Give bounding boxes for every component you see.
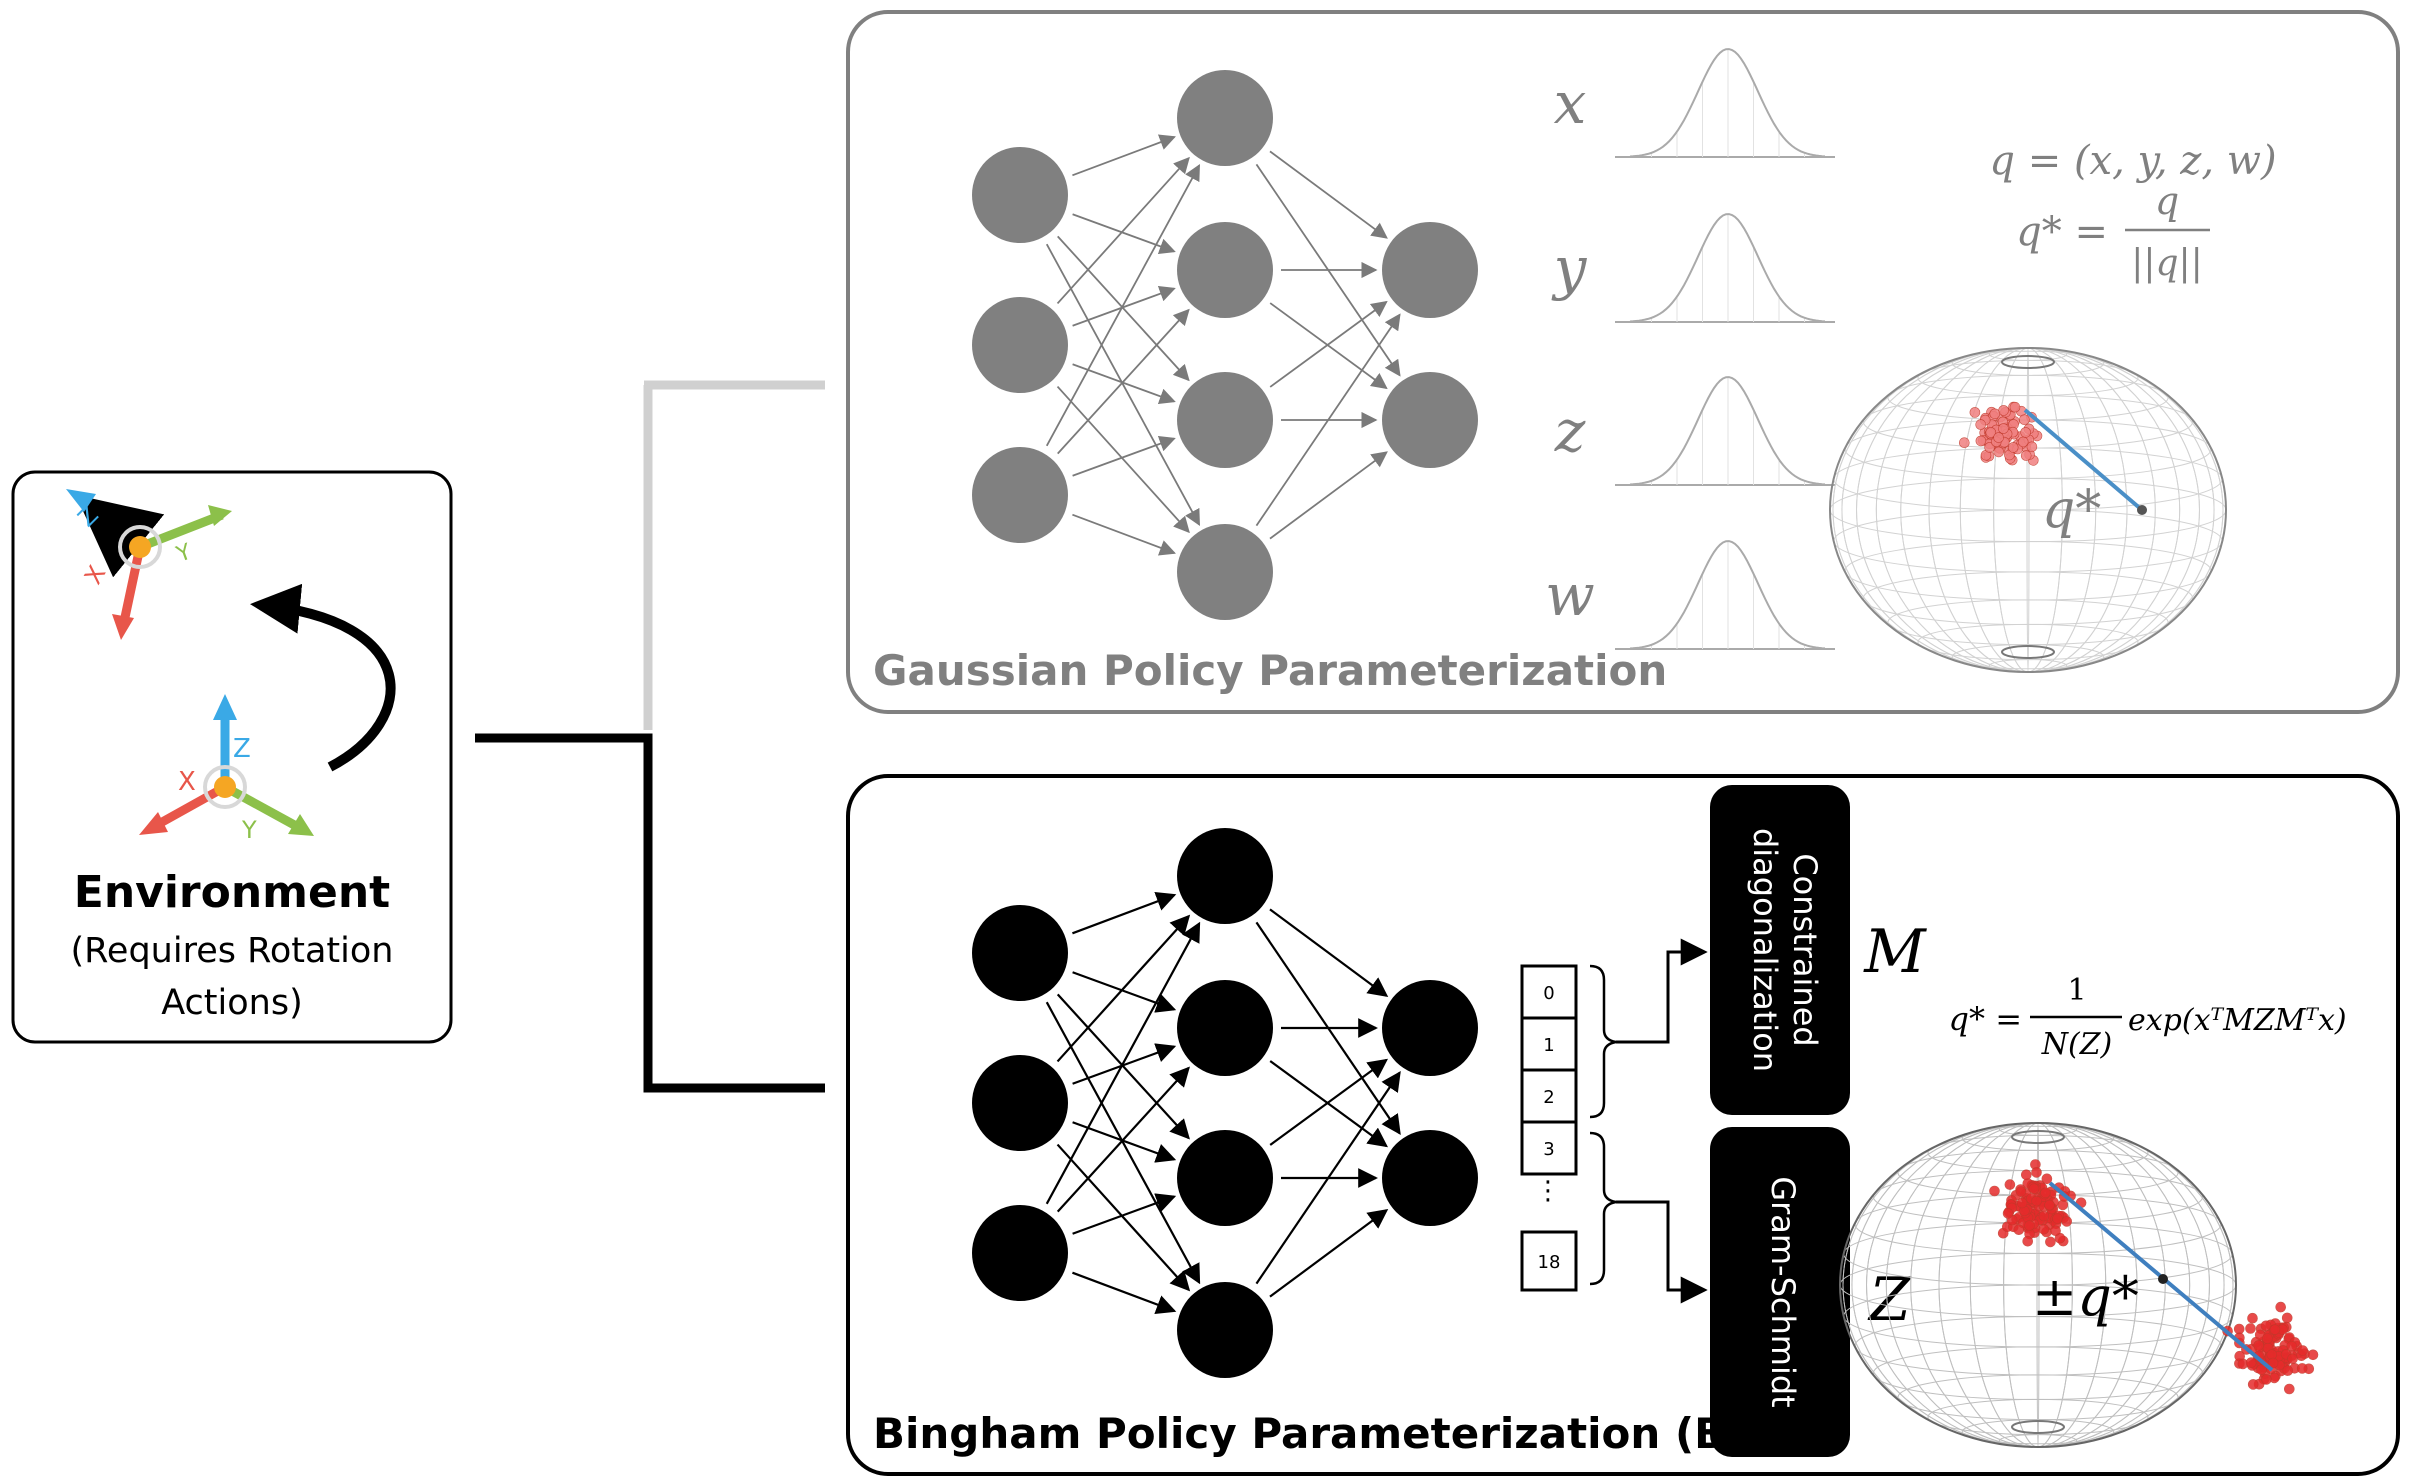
neuron-l2-0 <box>1382 980 1478 1076</box>
axis-label-x: X <box>178 767 196 797</box>
gaussian-formula-line1: q = (x, y, z, w) <box>1989 138 2276 184</box>
bingham-output-vector: 0 1 2 3 ⋮ 18 <box>1520 964 1578 1292</box>
connector-lines <box>475 380 825 1093</box>
bingham-formula-denominator: N(Z) <box>2041 1027 2113 1062</box>
axis-label-y: Y <box>241 816 257 844</box>
neuron-l2-1 <box>1382 372 1478 468</box>
neuron-l0-1 <box>972 1055 1068 1151</box>
gram-schmidt-label: Gram-Schmidt <box>1764 1176 1802 1407</box>
environment-panel: Z Y X Z X Y Environment (Requires Rotati… <box>11 470 453 1044</box>
neuron-l1-1 <box>1177 222 1273 318</box>
neuron-l1-2 <box>1177 1130 1273 1226</box>
neuron-l2-1 <box>1382 1130 1478 1226</box>
bingham-formula-rhs: exp(xᵀMZMᵀx) <box>2128 1003 2347 1038</box>
gaussian-formula-denominator: ||q|| <box>2131 243 2203 284</box>
axis-label-z: Z <box>233 734 251 764</box>
index-box-18: 18 <box>1538 1252 1561 1273</box>
gaussian-outputs: x y z w <box>1545 48 1835 650</box>
environment-subtitle-line1: (Requires Rotation <box>71 931 394 971</box>
neuron-l0-0 <box>972 147 1068 243</box>
index-box-2: 2 <box>1543 1087 1554 1108</box>
gaussian-formula-numerator: q <box>2155 179 2179 223</box>
bingham-formula-lhs: q* = <box>1949 1000 2022 1038</box>
bingham-network <box>972 828 1478 1378</box>
constrained-diagonalization-line2: diagonalization <box>1746 828 1784 1072</box>
rotation-arrow-icon <box>250 583 396 772</box>
sphere-icon: ±q* <box>1839 1122 2319 1448</box>
environment-title: Environment <box>74 867 390 918</box>
bingham-sphere-label: ±q* <box>2032 1265 2139 1328</box>
neuron-l0-2 <box>972 447 1068 543</box>
bingham-formula-numerator: 1 <box>2067 973 2086 1008</box>
gaussian-curve-icon <box>1615 48 1835 158</box>
index-box-1: 1 <box>1543 1035 1554 1056</box>
gaussian-output-x: x <box>1554 69 1587 137</box>
environment-subtitle-line2: Actions) <box>161 983 303 1023</box>
neuron-l1-0 <box>1177 828 1273 924</box>
index-box-3: 3 <box>1543 1139 1554 1160</box>
gaussian-output-w: w <box>1545 561 1595 629</box>
neuron-l1-2 <box>1177 372 1273 468</box>
bingham-title: Bingham Policy Parameterization (BPP) <box>873 1409 1807 1458</box>
gaussian-title: Gaussian Policy Parameterization <box>873 646 1667 695</box>
index-ellipsis: ⋮ <box>1535 1176 1561 1206</box>
environment-axes-icon: Z X Y <box>139 694 314 844</box>
neuron-l0-1 <box>972 297 1068 393</box>
neuron-l1-3 <box>1177 524 1273 620</box>
gaussian-formula-lhs: q* = <box>2016 209 2108 255</box>
bingham-var-Z: Z <box>1867 1265 1912 1335</box>
gaussian-sphere-label: q* <box>2042 480 2101 540</box>
gaussian-network <box>972 70 1478 620</box>
sphere-icon: q* <box>1829 347 2227 673</box>
neuron-l0-0 <box>972 905 1068 1001</box>
gaussian-curve-icon <box>1615 540 1835 650</box>
gaussian-panel: x y z w q = (x, y, z, w) q* = q ||q|| q* Ga… <box>846 10 2400 714</box>
constrained-diagonalization-line1: Constrained <box>1786 853 1824 1046</box>
neuron-l0-2 <box>972 1205 1068 1301</box>
neuron-l1-3 <box>1177 1282 1273 1378</box>
neuron-l2-0 <box>1382 222 1478 318</box>
bingham-panel: 0 1 2 3 ⋮ 18 Constrained diagonalization Gram… <box>846 774 2400 1476</box>
gaussian-output-y: y <box>1551 234 1588 302</box>
gaussian-output-z: z <box>1554 397 1586 465</box>
bingham-var-M: M <box>1863 917 1927 987</box>
gaussian-curve-icon <box>1615 376 1835 486</box>
neuron-l1-1 <box>1177 980 1273 1076</box>
neuron-l1-0 <box>1177 70 1273 166</box>
gaussian-curve-icon <box>1615 213 1835 323</box>
index-box-0: 0 <box>1543 983 1554 1004</box>
